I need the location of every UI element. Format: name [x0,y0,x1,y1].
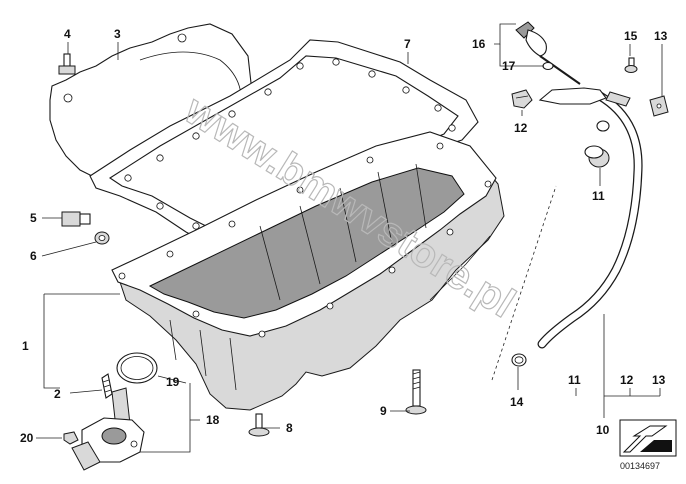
callout-2: 2 [54,387,61,401]
callout-18: 18 [206,413,220,427]
dipstick-part-16 [515,21,581,85]
callout-12-group: 12 [620,373,634,387]
callout-14: 14 [510,395,524,409]
callout-4: 4 [64,27,71,41]
callout-15: 15 [624,29,638,43]
callout-11: 11 [592,189,605,203]
oil-pan-gasket-part-7 [89,39,479,249]
callout-7: 7 [404,37,411,51]
direction-arrow-icon [619,419,677,457]
nut-part-20 [63,431,79,445]
sleeve-part-11 [584,145,610,168]
callout-3: 3 [114,27,121,41]
drain-plug-part-5 [61,211,91,227]
diagram-id: 00134697 [620,461,660,471]
sealing-ring-part-6 [94,231,110,245]
guide-tube-part-10 [537,87,643,349]
clip-part-12 [511,89,533,109]
callout-labels: 1 2 3 4 5 6 7 8 9 10 11 11 12 12 13 13 1… [20,27,668,445]
oil-level-sensor-part-18 [71,387,145,471]
callout-13: 13 [654,29,668,43]
bolt-part-4 [58,53,76,75]
callout-6: 6 [30,249,37,263]
callout-20: 20 [20,431,34,445]
dowel-part-2 [101,373,113,399]
callout-1: 1 [22,339,29,353]
o-ring-part-17 [542,61,554,71]
bolt-part-8 [248,413,270,437]
speed-nut-part-13 [649,95,669,117]
screw-part-15 [624,57,638,73]
callout-10: 10 [596,423,610,437]
oil-pan-part-1 [111,131,505,411]
long-bolt-part-9 [405,369,427,415]
callout-11-group: 11 [568,373,581,387]
leader-lines [36,23,663,453]
callout-16: 16 [472,37,486,51]
callout-13-group: 13 [652,373,666,387]
callout-8: 8 [286,421,293,435]
o-ring-part-14 [511,353,527,367]
callout-9: 9 [380,404,387,418]
callout-17: 17 [502,59,516,73]
callout-12: 12 [514,121,528,135]
o-ring-part-19 [116,352,158,384]
callout-5: 5 [30,211,37,225]
callout-19: 19 [166,375,180,389]
